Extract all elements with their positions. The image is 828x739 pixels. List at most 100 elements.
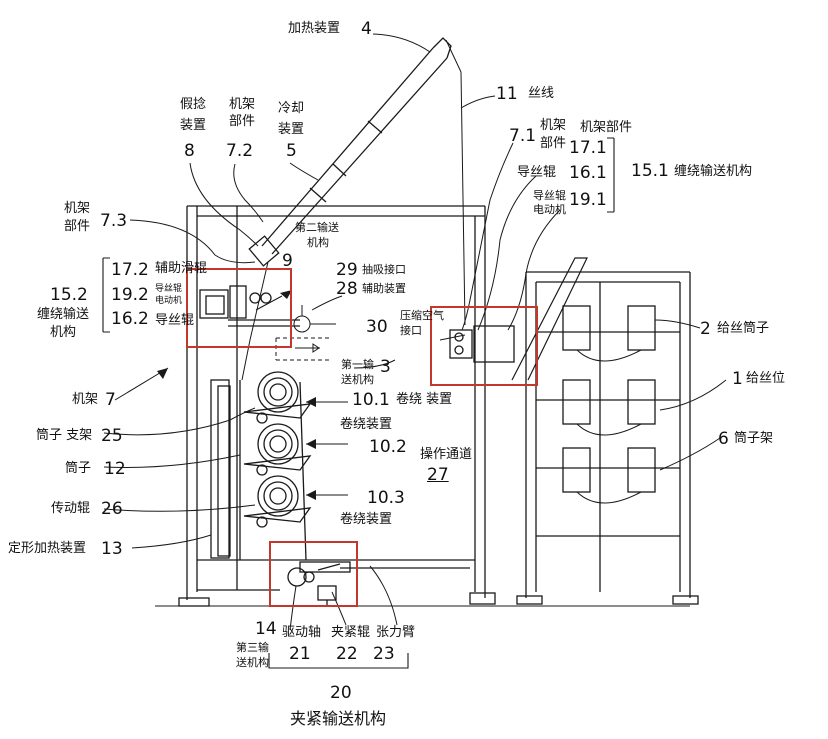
ref-6: 6	[718, 429, 729, 449]
nip-transport-label: 夹紧输送机构	[290, 709, 387, 728]
guide-motor-a-label2: 电动机	[533, 203, 566, 216]
ref-23: 23	[373, 644, 395, 664]
nip-roller-label: 夹紧辊	[331, 625, 371, 640]
operating-aisle-label: 操作通道	[420, 447, 473, 462]
ref-5: 5	[286, 141, 297, 161]
suction-port-label: 抽吸接口	[362, 263, 406, 276]
ref-15-1: 15.1	[631, 161, 669, 181]
ref-26: 26	[101, 499, 123, 519]
guide-motor-b-label2: 电动机	[155, 296, 183, 306]
false-twist-label: 假捻	[180, 97, 207, 112]
ref-7-1: 7.1	[509, 126, 537, 146]
false-twist-device-label: 装置	[180, 118, 207, 133]
second-transport-label2: 机构	[307, 236, 329, 249]
winding-transport-b-label1: 缠绕输送	[37, 307, 90, 322]
ref-19-1: 19.1	[569, 190, 607, 210]
aux-device-label: 辅助装置	[362, 282, 406, 295]
frame-d-label: 机架	[72, 392, 99, 407]
supply-bobbin-label: 给丝筒子	[717, 321, 770, 336]
ref-1: 1	[732, 369, 743, 389]
winding-transport-b-label2: 机构	[50, 325, 77, 340]
guide-roller-b-label: 导丝辊	[155, 313, 195, 328]
ref-27: 27	[427, 465, 449, 485]
yarn-label: 丝线	[528, 86, 555, 101]
part-c-label: 部件	[64, 219, 91, 234]
winding-device-c-label: 卷绕装置	[340, 512, 393, 527]
part-b-label: 部件	[540, 136, 567, 151]
ref-16-1: 16.1	[569, 163, 607, 183]
heater-tube	[248, 37, 452, 267]
guide-motor-b-label1: 导丝辊	[155, 284, 183, 294]
ref-10-3: 10.3	[367, 488, 405, 508]
ref-3: 3	[380, 357, 391, 377]
bobbin-creel-label: 筒子架	[734, 431, 774, 446]
ref-17-1: 17.1	[569, 138, 607, 158]
brackets	[102, 137, 615, 669]
winding-device-b-label: 卷绕装置	[340, 417, 393, 432]
ref-13: 13	[101, 539, 123, 559]
ref-12: 12	[104, 459, 126, 479]
right-unit-highlight	[430, 306, 538, 386]
compressed-air-label2: 接口	[400, 324, 422, 337]
ref-9: 9	[282, 251, 293, 271]
first-transport-label2: 送机构	[341, 373, 374, 386]
aux-device	[275, 305, 336, 361]
third-transport-label1: 第三输	[236, 641, 269, 654]
highlight-boxes	[186, 268, 538, 607]
right-guide-unit	[449, 325, 515, 363]
ref-19-2: 19.2	[111, 285, 149, 305]
ref-22: 22	[336, 644, 358, 664]
ref-10-2: 10.2	[369, 437, 407, 457]
ref-21: 21	[289, 644, 311, 664]
ref-7: 7	[105, 390, 116, 410]
drive-shaft-label: 驱动轴	[282, 625, 322, 640]
frame-part-a-label2: 部件	[229, 114, 256, 129]
ref-4: 4	[361, 19, 372, 39]
tension-arm-label: 张力臂	[376, 625, 416, 640]
nip-unit	[287, 561, 470, 606]
winding-device-a-label: 卷绕 装置	[396, 392, 453, 407]
ref-25: 25	[101, 426, 123, 446]
ref-10-1: 10.1	[352, 390, 390, 410]
winding-stack	[239, 371, 312, 561]
ref-2: 2	[700, 319, 711, 339]
aux-roller-label: 辅助滑辊	[155, 261, 208, 276]
creel-frame	[511, 257, 699, 605]
frame-b-label: 机架	[540, 118, 567, 133]
guide-roller-a-label: 导丝辊	[517, 165, 557, 180]
third-transport-label2: 送机构	[236, 656, 269, 669]
ref-20: 20	[330, 683, 352, 703]
ref-7-3: 7.3	[100, 211, 128, 231]
compressed-air-label1: 压缩空气	[400, 309, 444, 322]
ref-16-2: 16.2	[111, 309, 149, 329]
ref-17-2: 17.2	[111, 260, 149, 280]
nip-unit-highlight	[269, 541, 358, 607]
bobbin-label: 筒子	[65, 461, 92, 476]
cooling-device-label: 装置	[278, 122, 305, 137]
ref-7-2: 7.2	[226, 141, 254, 161]
ref-30: 30	[366, 317, 388, 337]
ref-8: 8	[184, 141, 195, 161]
cooling-label: 冷却	[278, 101, 305, 116]
supply-station-label: 给丝位	[746, 371, 786, 386]
bobbin-holder-label: 筒子 支架	[36, 428, 93, 443]
frame-part-b-label: 机架部件	[580, 120, 633, 135]
ref-14: 14	[255, 619, 277, 639]
second-transport-label1: 第二输送	[295, 221, 339, 234]
left-guide-unit	[199, 285, 300, 327]
setting-heater-label: 定形加热装置	[8, 541, 87, 556]
ref-29: 29	[336, 260, 358, 280]
ref-28: 28	[336, 279, 358, 299]
drive-roller-label: 传动辊	[51, 501, 91, 516]
frame-c-label: 机架	[64, 201, 91, 216]
left-unit-highlight	[186, 268, 292, 348]
ref-15-2: 15.2	[50, 285, 88, 305]
ref-11: 11	[496, 84, 518, 104]
arrows	[157, 290, 316, 500]
guide-motor-a-label1: 导丝辊	[533, 189, 566, 202]
frame-part-a-label1: 机架	[229, 97, 256, 112]
heater-label: 加热装置	[288, 21, 341, 36]
first-transport-label1: 第一输	[341, 358, 374, 371]
